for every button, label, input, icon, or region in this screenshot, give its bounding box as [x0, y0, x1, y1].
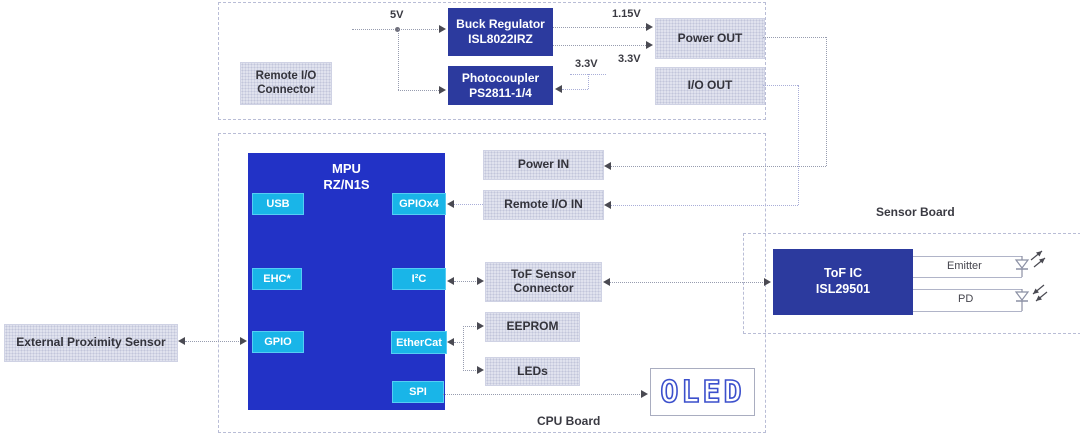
photocoupler-box: Photocoupler PS2811-1/4 [448, 66, 553, 105]
arrow-into-leds [477, 366, 484, 374]
wire-5v-drop [398, 29, 399, 90]
wire-buck-1v15 [553, 27, 646, 28]
mpu-title: MPU RZ/N1S [323, 161, 370, 193]
wire-to-leds [463, 370, 478, 371]
port-gpiox4: GPIOx4 [392, 193, 446, 215]
sensor-board-label: Sensor Board [876, 205, 955, 219]
power-in-box: Power IN [483, 150, 604, 180]
sensor-board-container [743, 233, 1080, 334]
port-i2c: I²C [392, 268, 446, 290]
wire-powerout-h2 [611, 166, 826, 167]
port-spi: SPI [392, 381, 444, 403]
arrow-into-photocoupler [439, 86, 446, 94]
arrow-into-gpiox4 [447, 200, 454, 208]
tof-sensor-connector-box: ToF Sensor Connector [485, 262, 602, 302]
junction-dot [395, 27, 400, 32]
oled-display: OLED [650, 368, 755, 416]
arrow-3v3-into-photocoupler [555, 85, 562, 93]
leds-box: LEDs [485, 357, 580, 386]
arrow-into-eeprom [477, 322, 484, 330]
oled-text: OLED [660, 374, 745, 411]
wire-ioout-v [798, 85, 799, 205]
v3-3-buck-label: 3.3V [618, 53, 641, 65]
io-out-box: I/O OUT [655, 67, 765, 105]
arrow-into-tofconnector-left [477, 277, 484, 285]
arrow-into-gpio [240, 337, 247, 345]
wire-ioout-h1 [763, 85, 798, 86]
cpu-board-label: CPU Board [537, 414, 601, 428]
v5-label: 5V [390, 9, 404, 21]
port-usb: USB [252, 193, 304, 215]
power-section-container [218, 2, 766, 120]
arrow-into-powerin [604, 162, 611, 170]
wire-powerout-v [826, 37, 827, 166]
wire-3v3-to-photocoupler [562, 89, 588, 90]
arrow-into-oled [641, 390, 648, 398]
arrow-into-powerout-2 [646, 41, 653, 49]
arrow-into-powerout-1 [646, 23, 653, 31]
remote-io-connector-box: Remote I/O Connector [240, 62, 332, 105]
arrow-into-ethercat [447, 338, 454, 346]
wire-prox-gpio [185, 341, 241, 342]
wire-powerout-h1 [763, 37, 826, 38]
v3-3-photocoupler-label: 3.3V [575, 58, 598, 70]
arrow-into-tofic [764, 278, 771, 286]
port-ethercat: EtherCat [391, 331, 447, 354]
wire-pd-top [913, 289, 1022, 290]
arrow-into-tofconnector-right [603, 278, 610, 286]
tof-ic-box: ToF IC ISL29501 [773, 249, 913, 315]
wire-remoteioin-gpiox4 [454, 204, 483, 205]
wire-ethercat-stub [454, 342, 464, 343]
wire-tofconnector-tofic [610, 282, 767, 283]
pd-label: PD [958, 293, 974, 305]
port-gpio: GPIO [252, 331, 304, 353]
arrow-into-remoteioin [604, 201, 611, 209]
emitter-label: Emitter [947, 260, 982, 272]
port-ehc: EHC* [252, 268, 302, 290]
wire-3v3-drop [588, 74, 589, 89]
wire-ethercat-branch [463, 326, 464, 371]
wire-pd-bottom [913, 311, 1022, 312]
buck-regulator-box: Buck Regulator ISL8022IRZ [448, 8, 553, 56]
v1-15-label: 1.15V [612, 8, 641, 20]
wire-to-eeprom [463, 326, 478, 327]
wire-emitter-top [913, 256, 1022, 257]
emitter-led-icon [1014, 250, 1046, 277]
wire-buck-3v3 [553, 45, 646, 46]
arrow-into-proximity-sensor [178, 337, 185, 345]
wire-spi-oled [443, 394, 642, 395]
arrow-into-buck [439, 25, 446, 33]
wire-ioout-h2 [611, 205, 798, 206]
photodiode-icon [1014, 284, 1048, 311]
eeprom-box: EEPROM [485, 312, 580, 342]
wire-photocoupler-in [398, 90, 439, 91]
arrow-into-i2c [447, 277, 454, 285]
wire-emitter-bottom [913, 277, 1022, 278]
remote-io-in-box: Remote I/O IN [483, 190, 604, 220]
external-proximity-sensor-box: External Proximity Sensor [4, 324, 178, 362]
power-out-box: Power OUT [655, 18, 765, 59]
wire-i2c-tofconnector [454, 281, 480, 282]
